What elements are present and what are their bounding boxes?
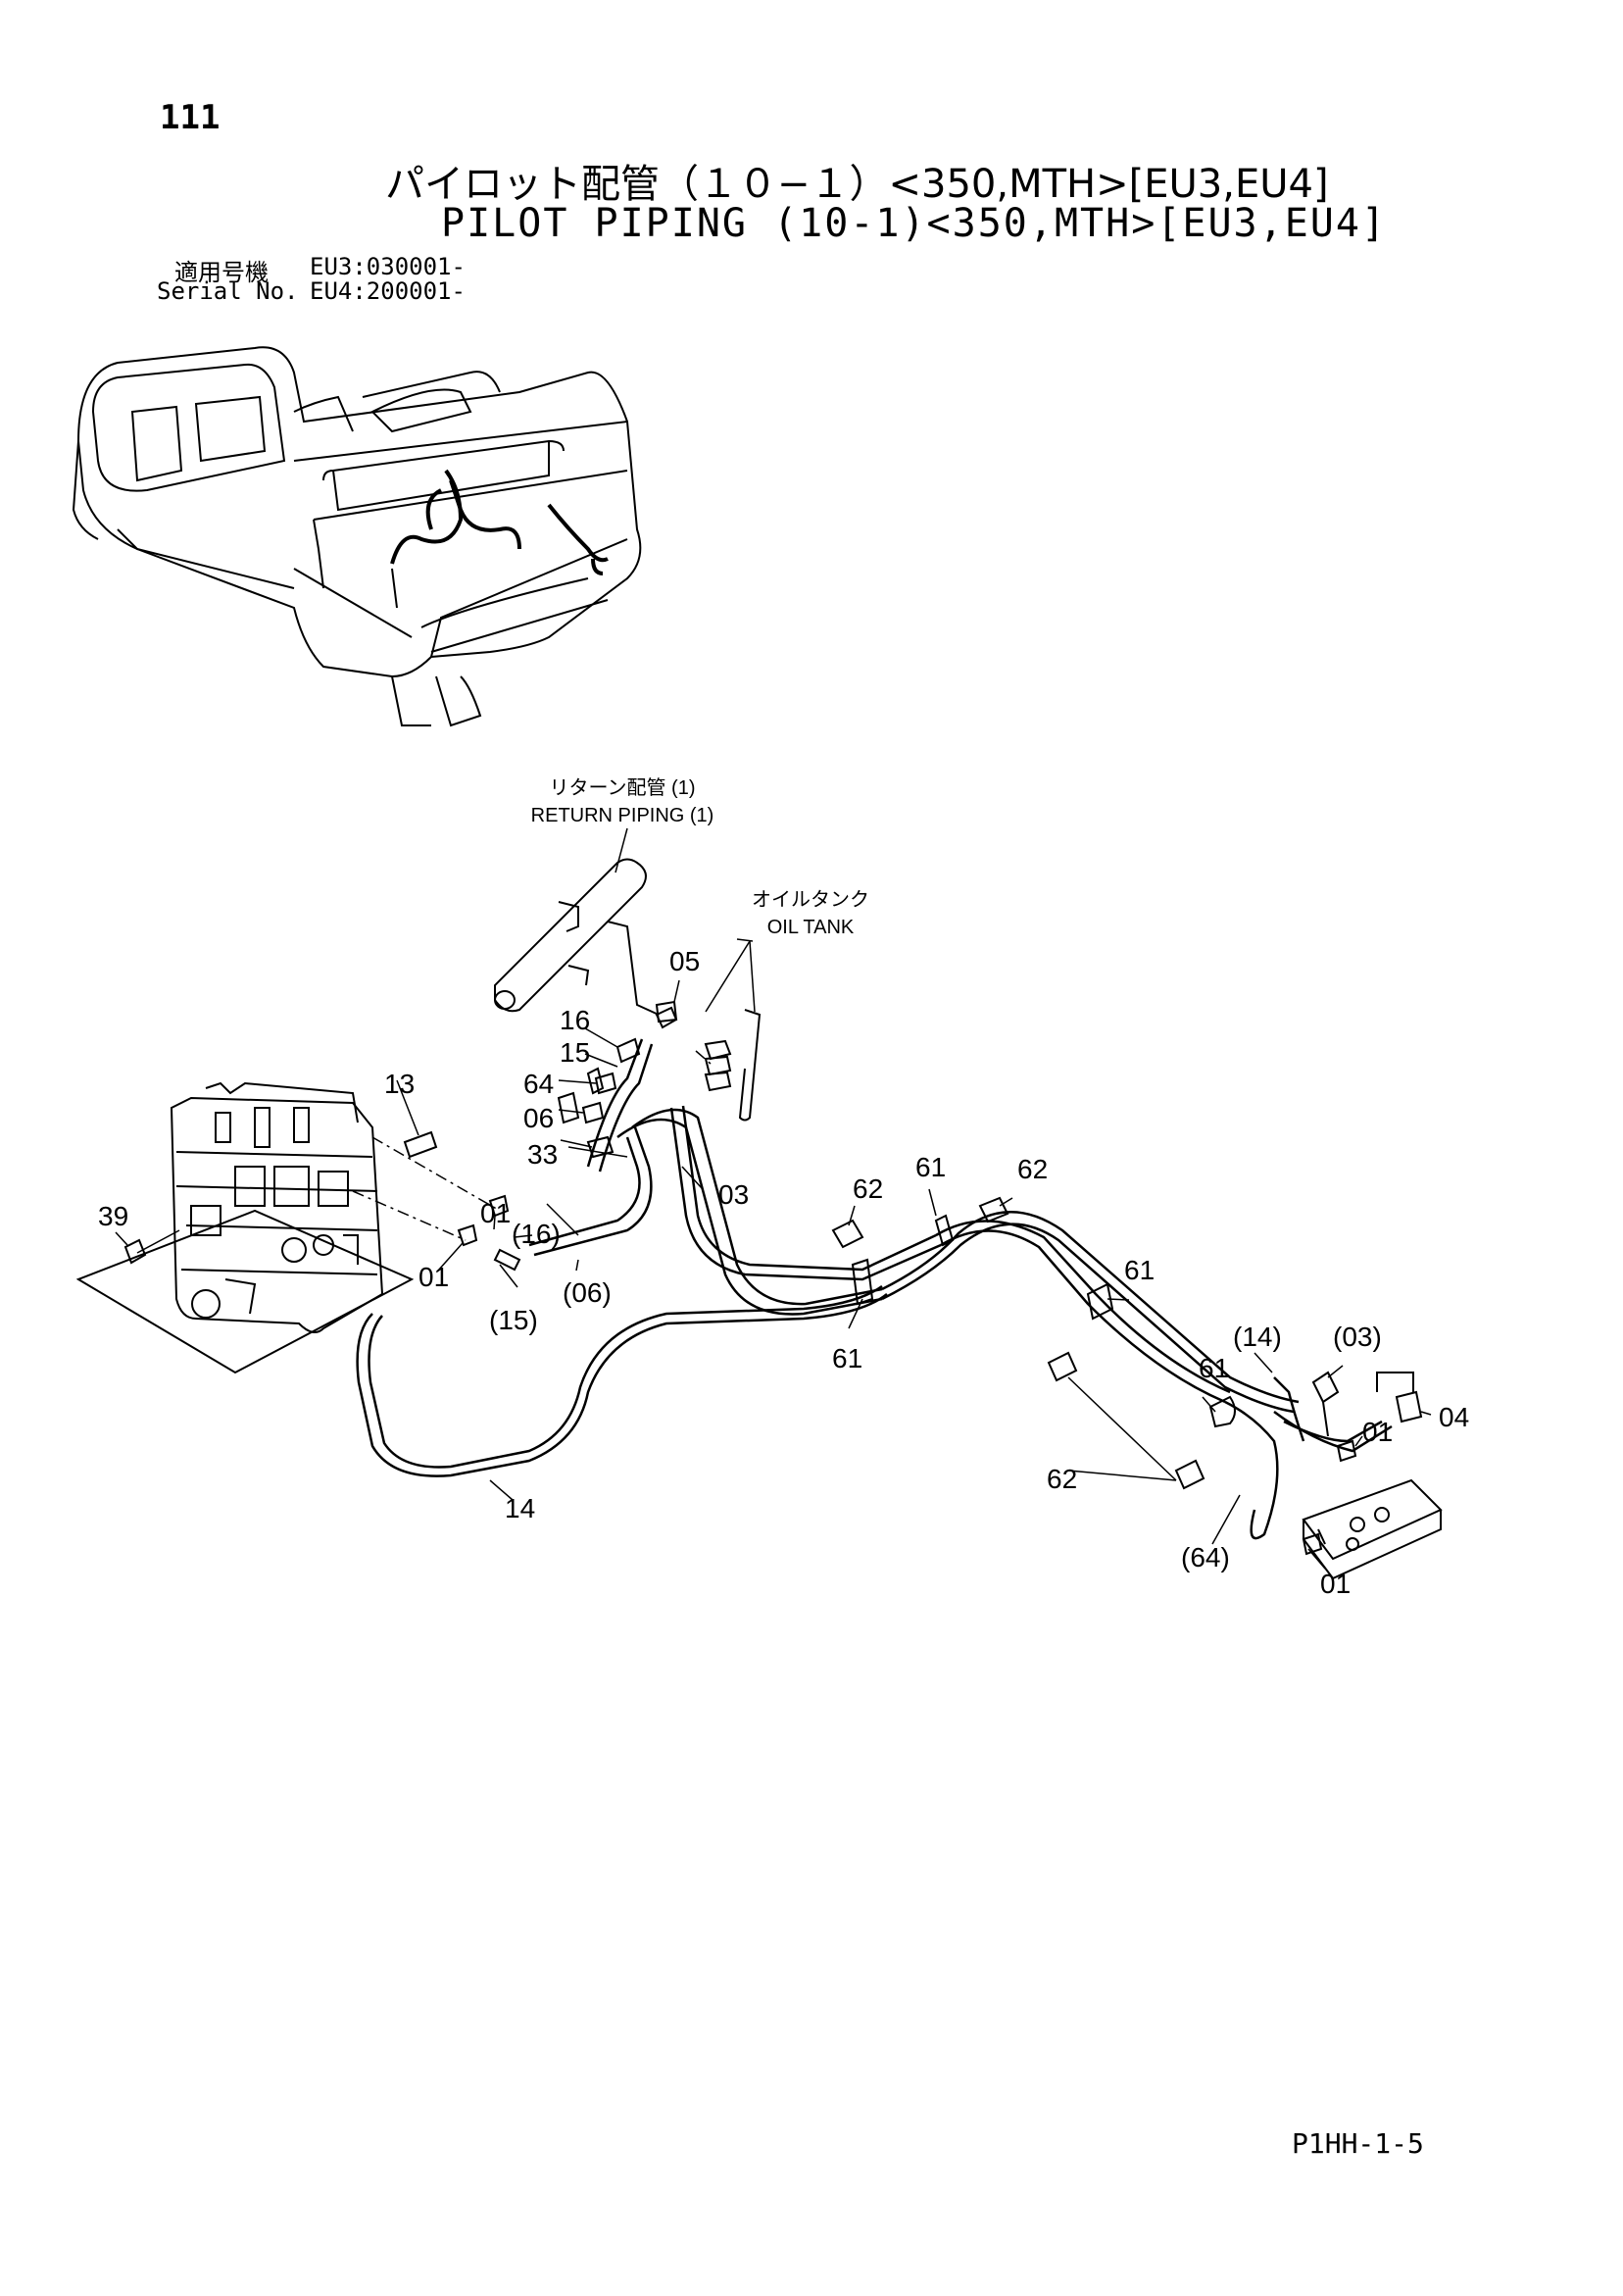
fitting-01-right — [1302, 1439, 1357, 1556]
callout-64-ref: (64) — [1181, 1542, 1230, 1572]
control-valve — [75, 1081, 415, 1374]
serial-label-english: Serial No. — [157, 277, 299, 305]
callout-61-clamp: 61 — [1199, 1353, 1229, 1383]
fitting-03 — [1311, 1371, 1340, 1437]
callout-61-right: 61 — [1124, 1255, 1155, 1285]
return-piping-label-en: RETURN PIPING (1) — [531, 805, 714, 826]
pilot-hoses — [528, 1038, 1393, 1540]
callout-16-ref: (16) — [512, 1219, 561, 1249]
callout-01-upper: 01 — [480, 1198, 511, 1228]
callout-62-upper-left: 62 — [853, 1173, 883, 1204]
oil-tank-label-en: OIL TANK — [767, 917, 855, 938]
excavator-pilot-lines — [390, 469, 609, 575]
callout-06-ref: (06) — [563, 1277, 612, 1308]
clamps — [557, 1067, 1236, 1428]
right-side-block — [1302, 1478, 1443, 1580]
callout-33: 33 — [527, 1139, 558, 1170]
center-lines — [352, 1050, 712, 1241]
serial-eu4: EU4:200001- — [310, 277, 466, 305]
fitting-05 — [655, 1000, 678, 1023]
return-piping-leader — [615, 827, 628, 873]
callout-39: 39 — [98, 1201, 128, 1231]
bolt-62 — [831, 1196, 1205, 1490]
connector-fittings-left — [457, 1194, 521, 1272]
callout-15-ref: (15) — [489, 1305, 538, 1335]
callout-03: 03 — [718, 1179, 749, 1210]
callout-61-lower: 61 — [832, 1343, 862, 1373]
fitting-39 — [115, 1231, 147, 1265]
leader-lines — [136, 938, 1432, 1570]
callout-14-ref: (14) — [1233, 1322, 1282, 1352]
callout-05: 05 — [669, 946, 700, 976]
return-piping-label-jp: リターン配管 (1) — [550, 776, 696, 799]
fitting-13 — [396, 1079, 438, 1159]
callout-06: 06 — [523, 1103, 554, 1133]
return-piping — [494, 858, 660, 1016]
title-english: PILOT PIPING (10-1)<350,MTH>[EU3,EU4] — [441, 201, 1388, 246]
title-japanese: パイロット配管（１０−１）<350,MTH>[EU3,EU4] — [385, 162, 1329, 207]
oil-tank-label-jp: オイルタンク — [752, 888, 869, 911]
callout-14: 14 — [505, 1493, 535, 1523]
callout-03-ref: (03) — [1333, 1322, 1382, 1352]
serial-label-japanese: 適用号機 — [174, 259, 269, 286]
fitting-04 — [1376, 1372, 1423, 1423]
excavator-overview — [72, 346, 642, 727]
hose-14 — [356, 1284, 888, 1477]
callout-61-upper: 61 — [915, 1152, 946, 1182]
callout-62-upper-right: 62 — [1017, 1154, 1048, 1184]
callout-15: 15 — [560, 1037, 590, 1068]
callout-13: 13 — [384, 1069, 415, 1099]
callout-64: 64 — [523, 1069, 554, 1099]
callout-04: 04 — [1439, 1402, 1469, 1432]
serial-eu3: EU3:030001- — [310, 253, 466, 280]
callout-01-bottom: 01 — [1320, 1569, 1351, 1599]
callout-01-right: 01 — [1362, 1417, 1393, 1447]
callout-01-lower: 01 — [418, 1262, 449, 1292]
callout-62-lower: 62 — [1047, 1464, 1077, 1494]
drawing-code: P1HH-1-5 — [1292, 2127, 1424, 2160]
callout-16: 16 — [560, 1005, 590, 1035]
page-number: 111 — [160, 98, 221, 137]
oil-tank-bracket — [655, 940, 762, 1122]
fittings-upper — [581, 1037, 641, 1159]
